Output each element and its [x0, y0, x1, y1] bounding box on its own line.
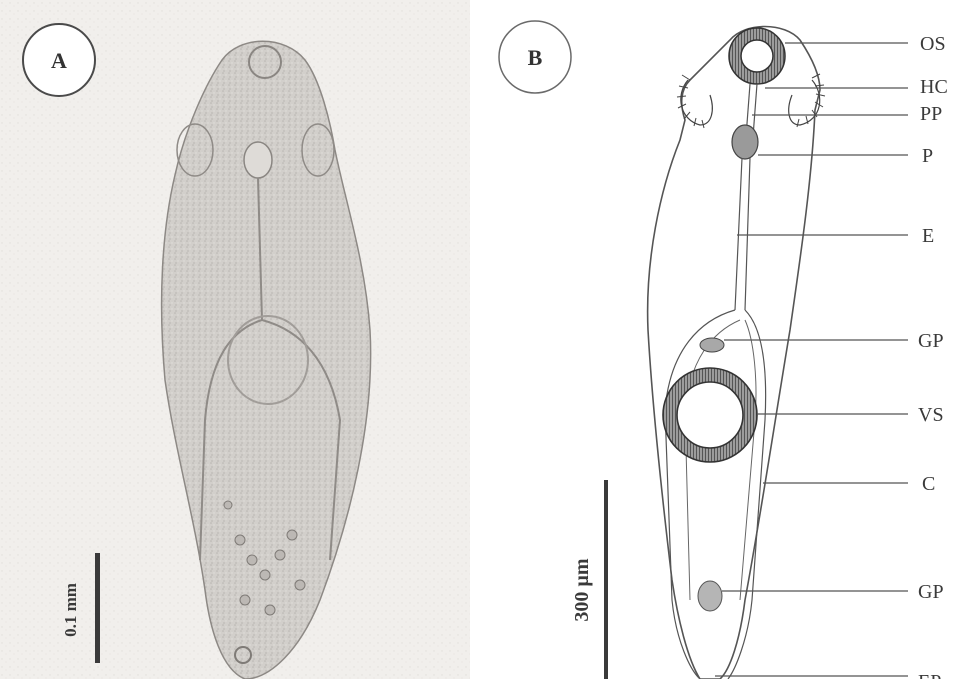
panel-a-letter: A: [51, 48, 67, 73]
label-p: P: [922, 145, 933, 167]
label-gp-1: GP: [918, 330, 944, 352]
genital-primordium-2: [698, 581, 722, 611]
scale-label-a: 0.1 mm: [61, 583, 80, 637]
pharynx-photo: [244, 142, 272, 178]
label-hc: HC: [920, 76, 948, 98]
caecum-left: [665, 310, 735, 679]
label-gp-2: GP: [918, 581, 944, 603]
esophagus: [735, 158, 750, 310]
label-ep: EP: [918, 671, 941, 679]
scale-bar-a: [95, 553, 100, 663]
oral-sucker-lumen: [741, 40, 773, 72]
panel-a: A 0.1 mm: [0, 0, 470, 679]
scale-bar-b: [604, 480, 608, 679]
pharynx: [732, 125, 758, 159]
label-c: C: [922, 473, 935, 495]
panel-b: B: [499, 21, 948, 679]
label-vs: VS: [918, 404, 944, 426]
ventral-sucker-lumen: [677, 382, 743, 448]
scale-label-b: 300 µm: [571, 558, 593, 622]
caecum-right: [728, 310, 766, 679]
label-e: E: [922, 225, 934, 247]
label-pp: PP: [920, 103, 942, 125]
genital-pore-1: [700, 338, 724, 352]
body-outline: [648, 27, 820, 679]
label-os: OS: [920, 33, 946, 55]
structure-labels: OS HC PP P E GP VS C GP EP: [918, 33, 948, 679]
panel-b-letter: B: [528, 45, 543, 70]
